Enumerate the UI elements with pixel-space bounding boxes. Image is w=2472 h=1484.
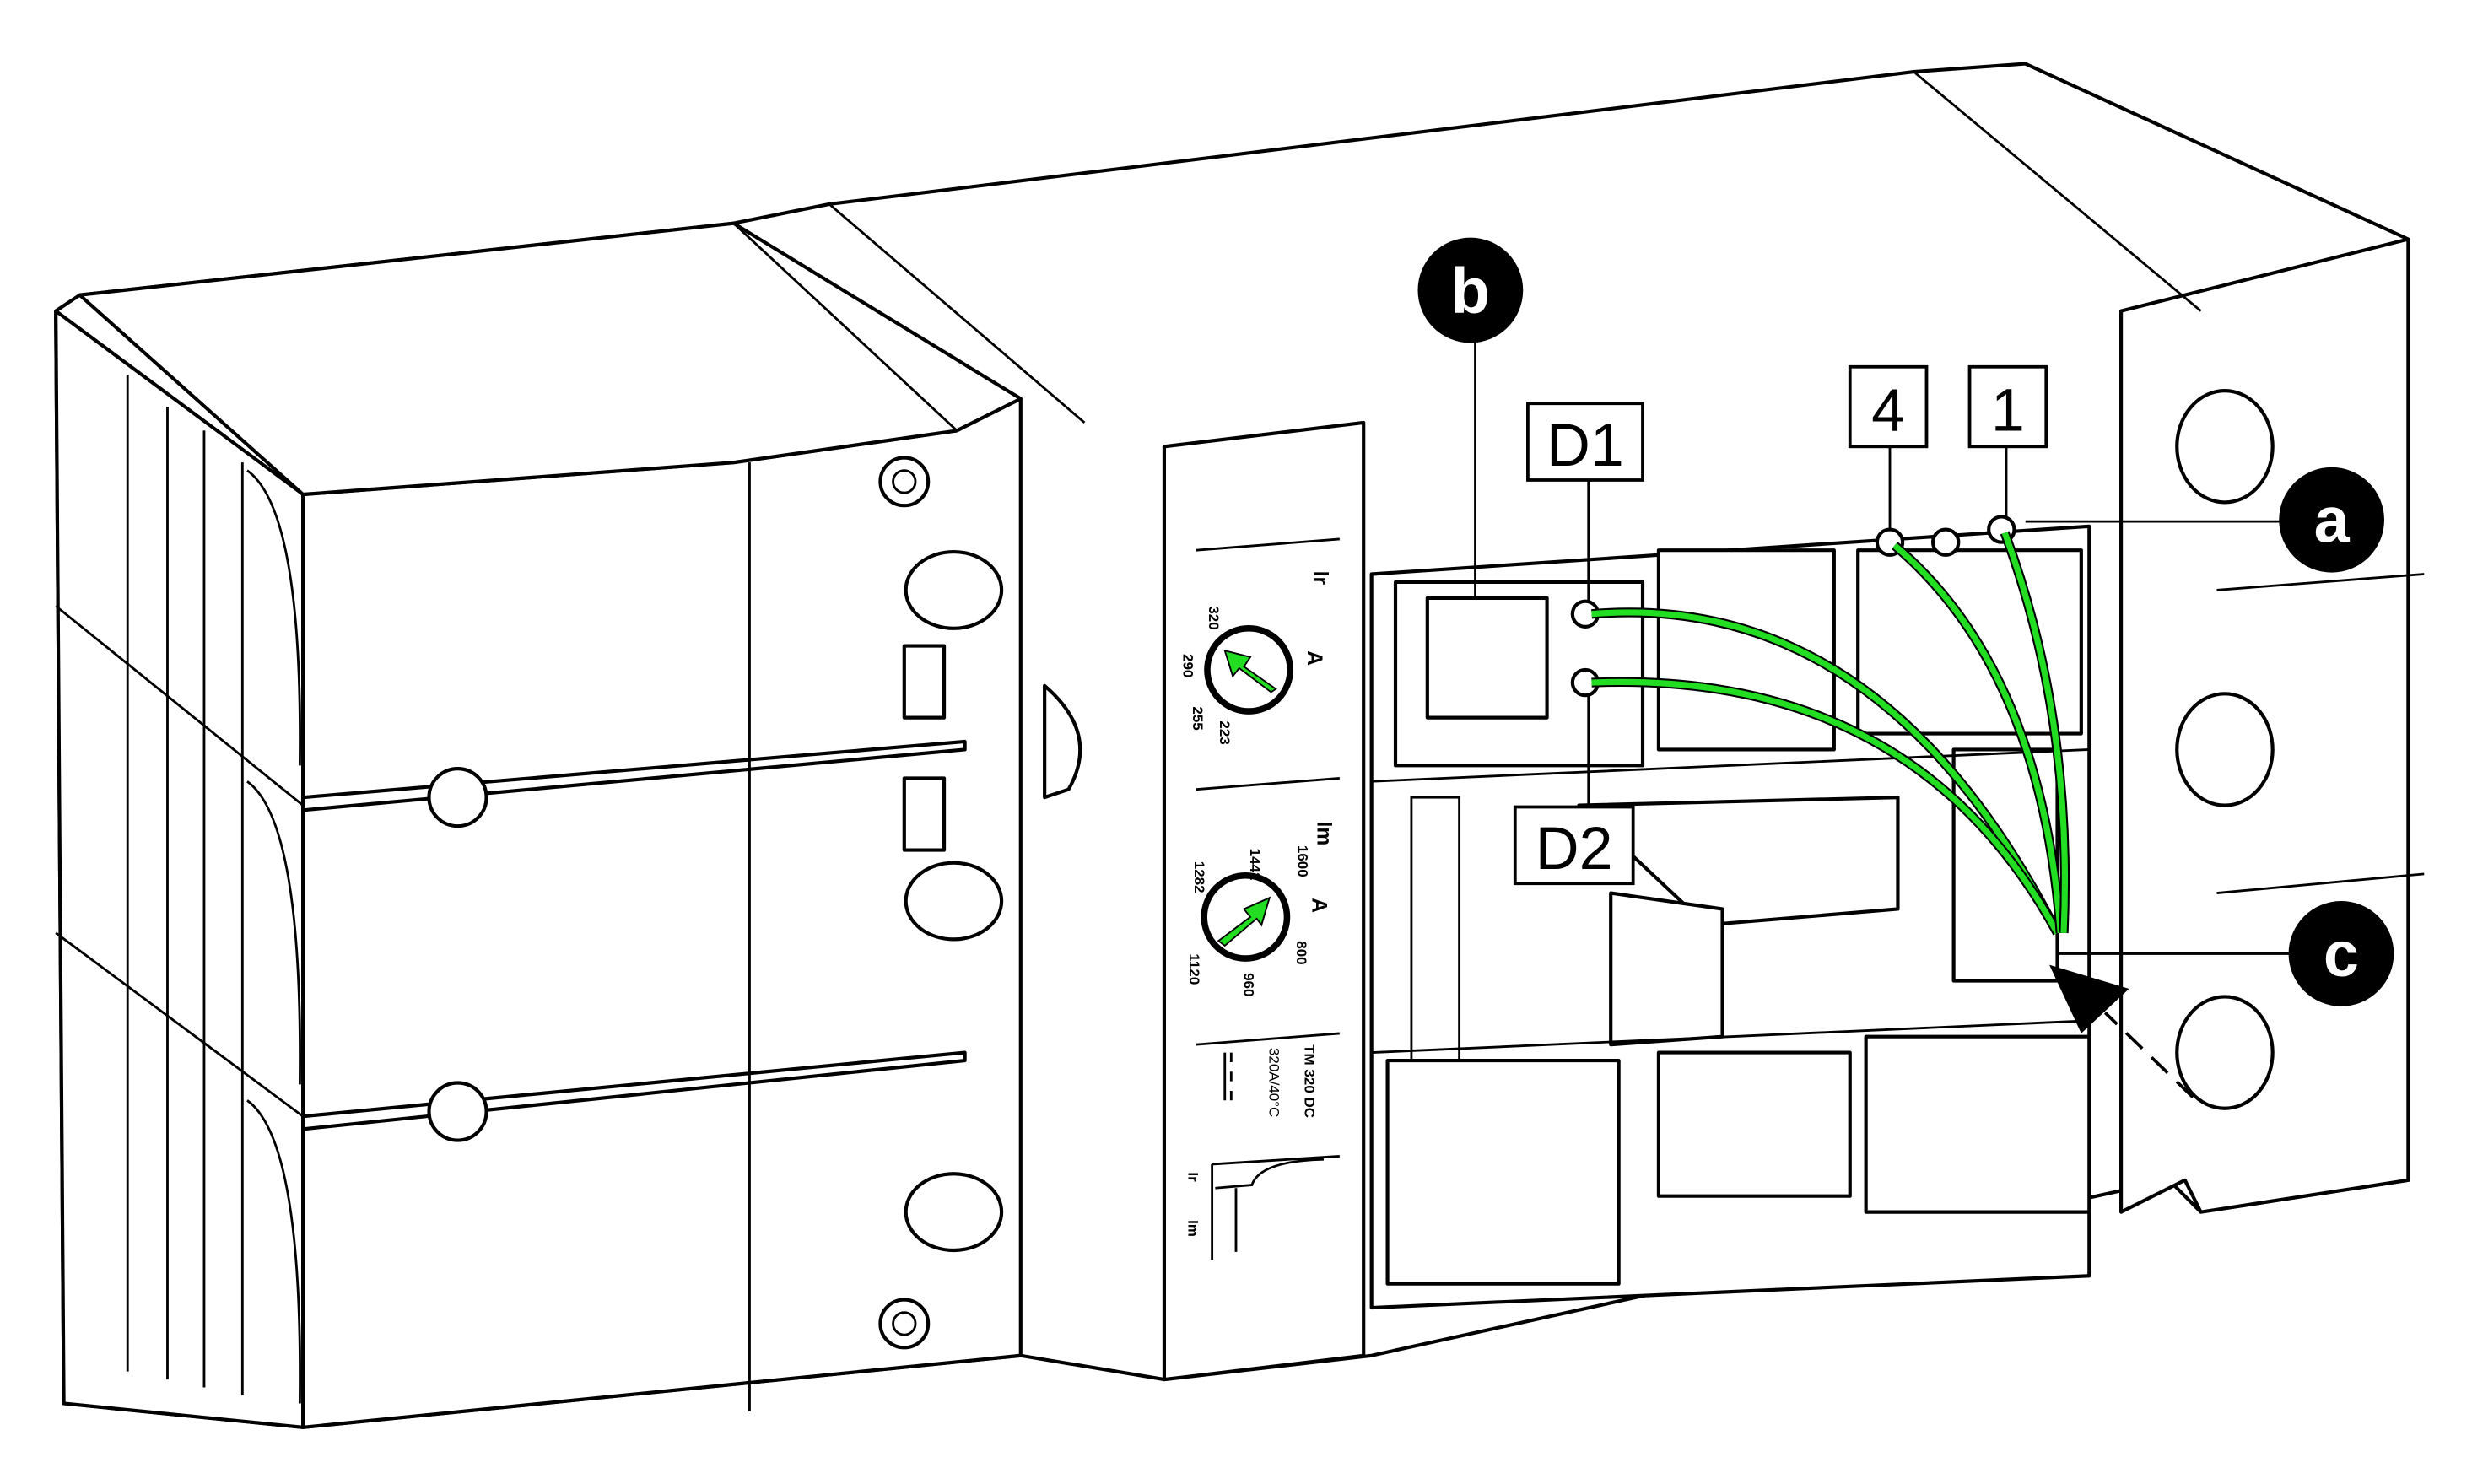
im-tick-960: 960 <box>1240 973 1256 996</box>
ir-dial-label: Ir <box>1309 571 1332 586</box>
curve-im-label: Im <box>1185 1220 1201 1237</box>
im-unit: A <box>1308 898 1330 913</box>
label-d1: D1 <box>1526 402 1644 482</box>
im-tick-1120: 1120 <box>1186 953 1202 985</box>
rating-spec: 320A/40°C <box>1266 1048 1282 1117</box>
svg-text:b: b <box>1451 256 1490 326</box>
insertion-arrow-icon <box>2049 964 2129 1033</box>
rating-model: TM 320 DC <box>1301 1044 1317 1118</box>
ir-tick-320: 320 <box>1206 606 1222 629</box>
im-dial-label: Im <box>1312 822 1335 846</box>
im-tick-1282: 1282 <box>1191 861 1207 893</box>
curve-ir-label: Ir <box>1185 1172 1201 1182</box>
ir-tick-255: 255 <box>1190 706 1206 730</box>
auxiliary-wires <box>1591 531 2070 936</box>
svg-text:D2: D2 <box>1536 815 1613 882</box>
ir-pointer-icon <box>1223 649 1277 693</box>
im-tick-1600: 1600 <box>1295 845 1311 877</box>
label-4: 4 <box>1848 364 1929 449</box>
callout-b: b <box>1417 237 1524 343</box>
trip-unit-panel: Ir A 320 290 255 223 Im A 1442 1600 1282… <box>1162 420 1366 1382</box>
im-dial[interactable] <box>1201 872 1291 962</box>
label-d2: D2 <box>1513 805 1635 886</box>
svg-text:1: 1 <box>1991 376 2025 444</box>
svg-text:4: 4 <box>1871 376 1905 444</box>
svg-text:a: a <box>2314 486 2351 557</box>
ir-tick-290: 290 <box>1180 654 1196 677</box>
dc-symbol-icon <box>1223 1052 1233 1101</box>
im-tick-1442: 1442 <box>1247 849 1263 881</box>
svg-text:D1: D1 <box>1546 412 1624 479</box>
ir-dial[interactable] <box>1204 624 1294 715</box>
im-tick-800: 800 <box>1293 941 1309 964</box>
im-pointer-icon <box>1217 896 1271 947</box>
svg-text:c: c <box>2324 920 2359 990</box>
callout-a: a <box>2279 467 2384 573</box>
ir-tick-223: 223 <box>1217 720 1233 744</box>
label-1: 1 <box>1967 364 2048 449</box>
callout-c: c <box>2288 901 2394 1006</box>
internal-compartment <box>1369 515 2091 1310</box>
trip-curve-icon <box>1211 1155 1340 1260</box>
ir-unit: A <box>1303 650 1325 666</box>
